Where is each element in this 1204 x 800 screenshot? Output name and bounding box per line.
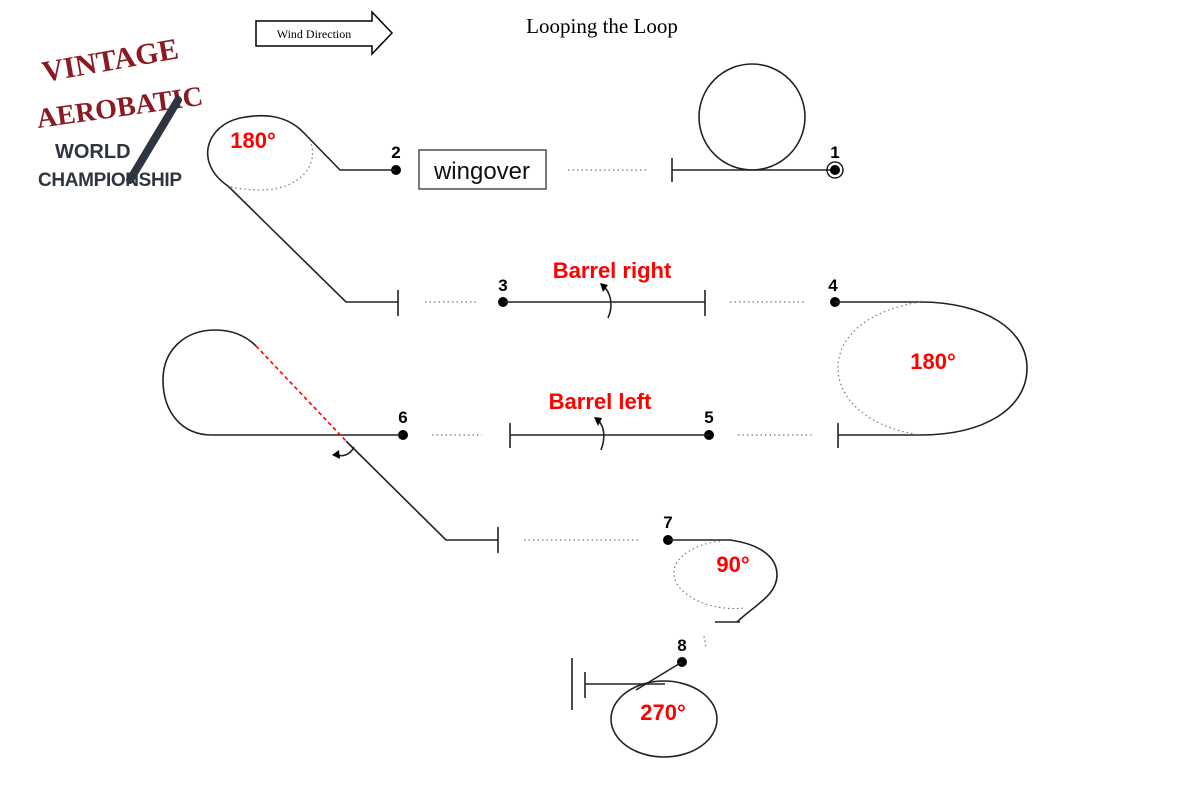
turn-path-1 <box>206 114 398 303</box>
logo-line-1: VINTAGE <box>39 32 180 88</box>
turn-label-90: 90° <box>716 552 749 577</box>
turn-path-2 <box>835 301 1028 436</box>
point-label-4: 4 <box>828 276 838 295</box>
loop-path-6 <box>162 329 403 436</box>
turn-label-180-right: 180° <box>910 349 956 374</box>
wingover-label: wingover <box>433 158 530 185</box>
page-title: Looping the Loop <box>526 14 678 38</box>
point-label-1: 1 <box>830 143 839 162</box>
wind-direction-arrow: Wind Direction <box>255 10 394 56</box>
point-label-5: 5 <box>704 408 713 427</box>
point-label-8: 8 <box>677 636 686 655</box>
hidden-line <box>255 345 347 442</box>
turn-path-7 <box>668 539 778 623</box>
point-label-6: 6 <box>398 408 407 427</box>
point-label-2: 2 <box>391 143 400 162</box>
vintage-aerobatic-logo: VINTAGE AEROBATIC WORLD CHAMPIONSHIP <box>35 32 205 191</box>
point-label-7: 7 <box>663 513 672 532</box>
airplane-icon <box>126 96 182 184</box>
start-point-1 <box>830 165 840 175</box>
logo-line-2: AEROBATIC <box>35 81 205 135</box>
point-label-3: 3 <box>498 276 507 295</box>
wind-direction-label: Wind Direction <box>277 27 352 41</box>
loop-circle <box>698 63 806 171</box>
logo-line-4: CHAMPIONSHIP <box>38 170 182 191</box>
loop-270 <box>610 680 718 758</box>
logo-line-3: WORLD <box>55 141 131 163</box>
barrel-right-label: Barrel right <box>553 258 672 283</box>
wingover-box <box>418 149 547 190</box>
turn-label-270: 270° <box>640 700 686 725</box>
turn-label-180-left: 180° <box>230 128 276 153</box>
barrel-left-label: Barrel left <box>549 389 652 414</box>
